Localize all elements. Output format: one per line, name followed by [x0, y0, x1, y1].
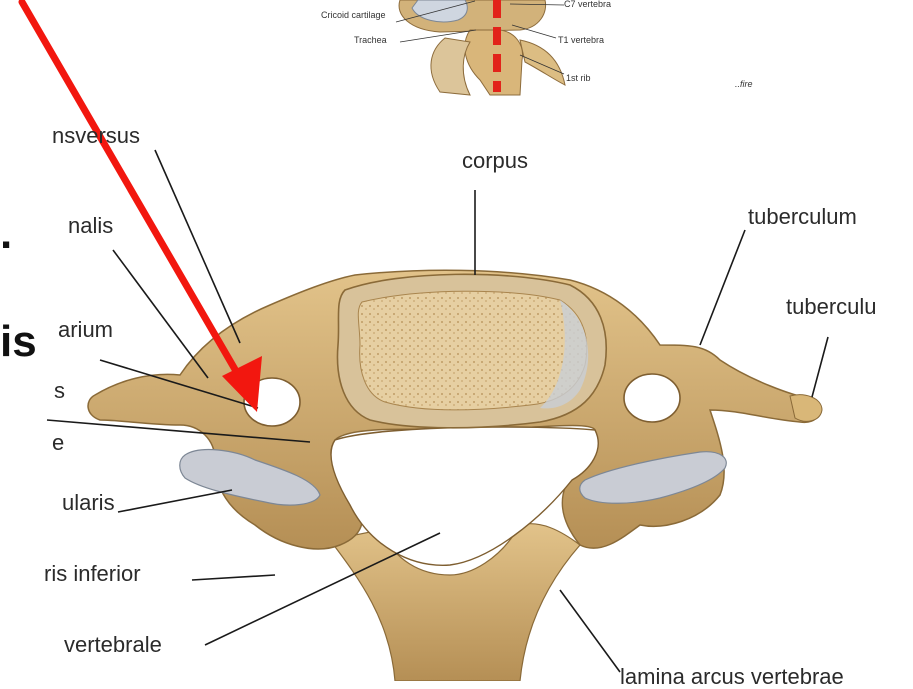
label-nalis: nalis: [68, 215, 113, 237]
label-transversus: nsversus: [52, 125, 140, 147]
inset-cricoid-label: Cricoid cartilage: [321, 11, 386, 20]
label-vertebrale: vertebrale: [64, 634, 162, 656]
label-ularis: ularis: [62, 492, 115, 514]
overlay-is: is: [0, 320, 37, 364]
label-e: e: [52, 432, 64, 454]
inset-t1-label: T1 vertebra: [558, 36, 604, 45]
overlay-dot: .: [0, 212, 12, 256]
red-arrow: [22, 2, 262, 412]
label-corpus: corpus: [462, 150, 528, 172]
inset-signature: ..fire: [735, 80, 753, 89]
label-tuberculum-2: tuberculu: [786, 296, 877, 318]
inset-trachea-label: Trachea: [354, 36, 387, 45]
label-inferior: ris inferior: [44, 563, 141, 585]
inset-illustration: [396, 0, 565, 95]
label-tuberculum-1: tuberculum: [748, 206, 857, 228]
label-arium: arium: [58, 319, 113, 341]
inset-rib-label: 1st rib: [566, 74, 591, 83]
label-s: s: [54, 380, 65, 402]
cervical-vertebra: [88, 270, 822, 681]
inset-c7-label: C7 vertebra: [564, 0, 611, 9]
label-lamina: lamina arcus vertebrae: [620, 666, 844, 688]
